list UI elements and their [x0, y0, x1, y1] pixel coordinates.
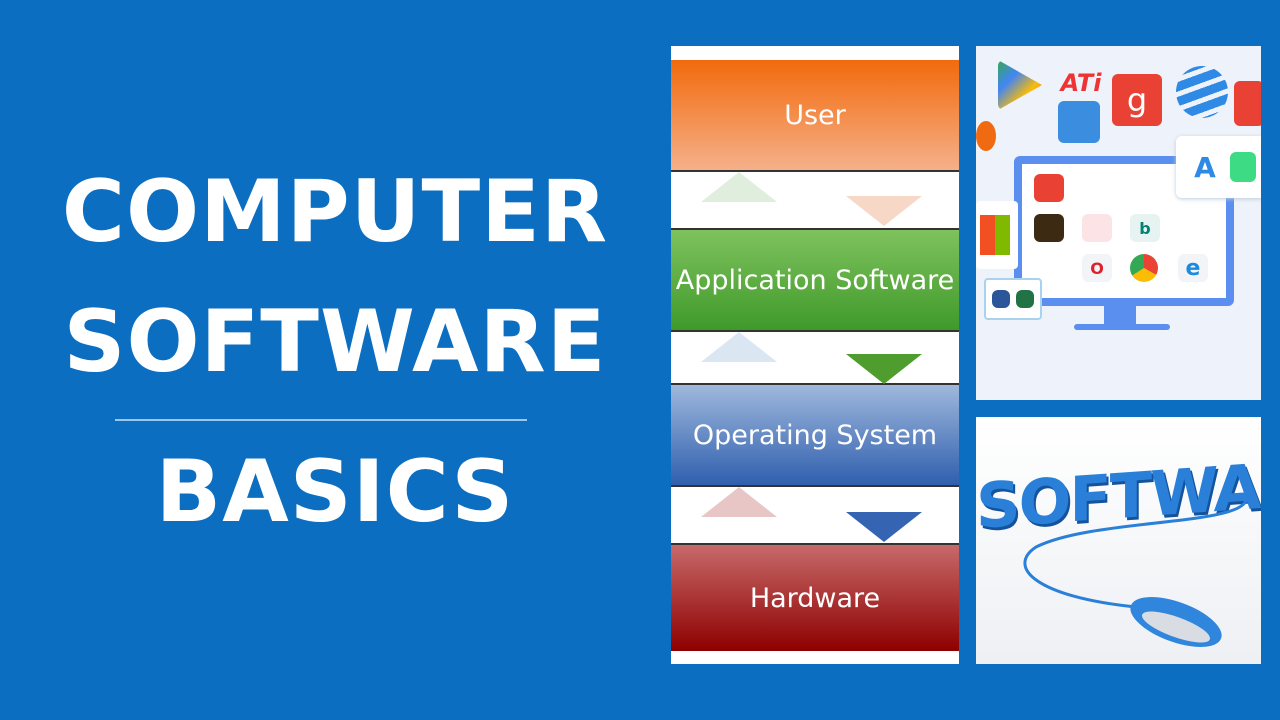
- layer-hardware: Hardware: [671, 545, 959, 651]
- app-store-icon: A: [1194, 150, 1216, 184]
- app-store-android-card: A: [1176, 136, 1261, 198]
- up-arrow-icon: [701, 487, 777, 517]
- title-line-software: SOFTWARE: [63, 292, 607, 392]
- windows-icon: [980, 215, 1010, 255]
- mouse-cable: [1023, 494, 1248, 647]
- layer-operating-system: Operating System: [671, 385, 959, 485]
- firefox-icon: [976, 121, 996, 151]
- android-icon: [1230, 152, 1256, 182]
- monitor-stand: [1104, 306, 1136, 326]
- app-icon: [1034, 174, 1064, 202]
- monitor-base: [1074, 324, 1170, 330]
- up-arrow-icon: [701, 332, 777, 362]
- google-icon: g: [1112, 74, 1162, 126]
- play-store-icon: [998, 60, 1042, 110]
- software-layers-diagram: User Application Software Operating Syst…: [671, 46, 959, 664]
- title-line-computer: COMPUTER: [61, 162, 609, 262]
- title-line-basics: BASICS: [155, 442, 515, 542]
- divider: [115, 419, 527, 421]
- airbnb-icon: [1082, 214, 1112, 242]
- apps-illustration: ATi g b O e A: [976, 46, 1261, 400]
- software-mouse-illustration: SOFTWARE: [976, 417, 1261, 664]
- ati-logo-icon: ATi: [1060, 69, 1102, 97]
- layer-application-software: Application Software: [671, 230, 959, 330]
- earth-icon: [1176, 66, 1228, 118]
- bing-icon: b: [1130, 214, 1160, 242]
- app-icon: [1234, 81, 1261, 126]
- layer-user: User: [671, 60, 959, 170]
- up-arrow-icon: [701, 172, 777, 202]
- finder-icon: [1058, 101, 1100, 143]
- down-arrow-icon: [846, 196, 922, 226]
- windows-card: [976, 201, 1018, 269]
- chrome-icon: [1130, 254, 1158, 282]
- word-icon: [992, 290, 1010, 308]
- app-icon: [1034, 214, 1064, 242]
- opera-icon: O: [1082, 254, 1112, 282]
- office-card: [984, 278, 1042, 320]
- down-arrow-icon: [846, 354, 922, 384]
- edge-icon: e: [1178, 254, 1208, 282]
- excel-icon: [1016, 290, 1034, 308]
- down-arrow-icon: [846, 512, 922, 542]
